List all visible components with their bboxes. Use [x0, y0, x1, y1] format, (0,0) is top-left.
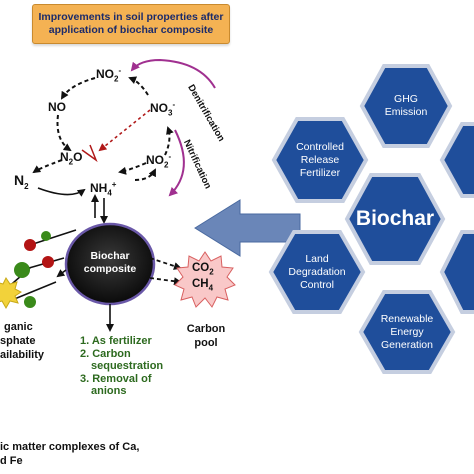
hex-center-biochar — [344, 173, 446, 265]
arrow-no3-to-no2 — [128, 76, 149, 96]
label-no3: NO3- — [150, 100, 176, 118]
label-co2: CO2 — [192, 262, 214, 277]
label-no: NO — [48, 100, 66, 114]
arrow-left-phosphate — [56, 269, 67, 278]
yellow-starburst — [0, 277, 22, 310]
label-nh4: NH4+ — [90, 180, 117, 198]
hex-controlled-label: Controlled Release Fertilizer — [274, 119, 366, 201]
carbon-pool-label: Carbon pool — [180, 322, 232, 350]
hex-controlled-line-2: Release — [300, 153, 340, 166]
arrow-to-ch4 — [149, 277, 182, 286]
label-ch4: CH4 — [192, 278, 214, 293]
benefit-3b: anions — [91, 385, 127, 397]
hex-controlled-release — [271, 117, 369, 203]
banner-line-1: Improvements in soil properties after — [38, 11, 224, 23]
phosphate-line-2: sphate — [0, 335, 36, 347]
hex-land-line-2: Degradation — [288, 265, 346, 278]
phosphate-line-1: ganic — [4, 321, 33, 333]
carbon-starburst — [174, 251, 236, 308]
hex-land-line-1: Land — [305, 252, 329, 265]
hex-land-line-3: Control — [300, 278, 334, 291]
hex-renewable-label: Renewable Energy Generation — [361, 292, 453, 372]
hex-renewable-energy — [358, 290, 456, 374]
red-check-mark — [81, 144, 98, 163]
hex-renewable-line-2: Energy — [390, 325, 424, 338]
benefit-2b: sequestration — [91, 360, 164, 372]
hex-ghg-label: GHG Emission — [362, 66, 450, 146]
hex-ghg-emission — [359, 64, 453, 148]
link-4 — [11, 281, 57, 301]
hex-ghg-line-1: GHG — [394, 93, 418, 105]
carbon-pool-line-1: Carbon — [186, 323, 226, 335]
hex-controlled-line-1: Controlled — [296, 140, 344, 153]
arrow-no2-to-no3 — [164, 126, 174, 156]
label-no2-top: NO2- — [96, 66, 122, 84]
green-ball-1 — [41, 231, 51, 241]
big-left-arrow — [194, 199, 301, 257]
composite-label: Biochar composite — [66, 250, 154, 276]
bottom-line-1: ic matter complexes of Ca, — [0, 441, 140, 453]
hex-land-label: Land Degradation Control — [271, 232, 363, 312]
nitrification-arrow — [168, 129, 185, 197]
carbon-pool-line-2: pool — [194, 337, 218, 349]
hex-renewable-line-1: Renewable — [380, 312, 434, 325]
green-ball-2 — [14, 262, 30, 278]
composite-line-1: Biochar — [90, 250, 130, 262]
label-n2: N2 — [14, 172, 29, 191]
arrow-no2-to-no — [60, 77, 96, 100]
phosphate-line-3: ailability — [0, 349, 45, 361]
arrow-nh4-to-no2 — [134, 168, 156, 181]
benefit-3a: 3. Removal of — [80, 372, 152, 385]
composite-line-2: composite — [83, 263, 137, 275]
label-no2-bottom: NO2- — [146, 152, 172, 170]
banner-line-2: application of biochar composite — [48, 24, 214, 36]
arrow-no2-to-nh4-dashed — [118, 162, 147, 175]
red-ball-1 — [24, 239, 36, 251]
arrow-no-to-n2o — [56, 114, 72, 152]
hex-renewable-line-3: Generation — [381, 338, 433, 351]
green-ball-3 — [24, 296, 36, 308]
hex-partial-right-bottom — [439, 230, 474, 314]
label-n2o: N2O — [60, 150, 83, 167]
title-banner: Improvements in soil properties after ap… — [32, 4, 230, 44]
bottom-text: ic matter complexes of Ca, d Fe — [0, 440, 139, 468]
benefits-list: 1. As fertilizer 2. Carbon sequestration… — [80, 335, 163, 398]
bottom-line-2: d Fe — [0, 455, 23, 467]
red-ball-2 — [42, 256, 54, 268]
denitrification-arrow — [130, 58, 216, 89]
arrow-to-co2 — [149, 257, 182, 270]
hex-center-label: Biochar — [355, 207, 435, 230]
hex-controlled-line-3: Fertilizer — [299, 166, 341, 179]
hex-partial-right-top — [439, 122, 474, 198]
benefit-1: 1. As fertilizer — [80, 335, 152, 347]
arrow-n2-to-nh4 — [37, 187, 86, 197]
red-dashed-arrow — [98, 109, 151, 152]
hex-land-degradation — [268, 230, 366, 314]
arrow-n2o-to-n2 — [32, 159, 63, 174]
phosphate-label: ganic sphate ailability — [0, 320, 44, 362]
link-1 — [29, 229, 77, 246]
benefit-2a: 2. Carbon — [80, 347, 131, 360]
hex-ghg-line-2: Emission — [384, 106, 428, 118]
